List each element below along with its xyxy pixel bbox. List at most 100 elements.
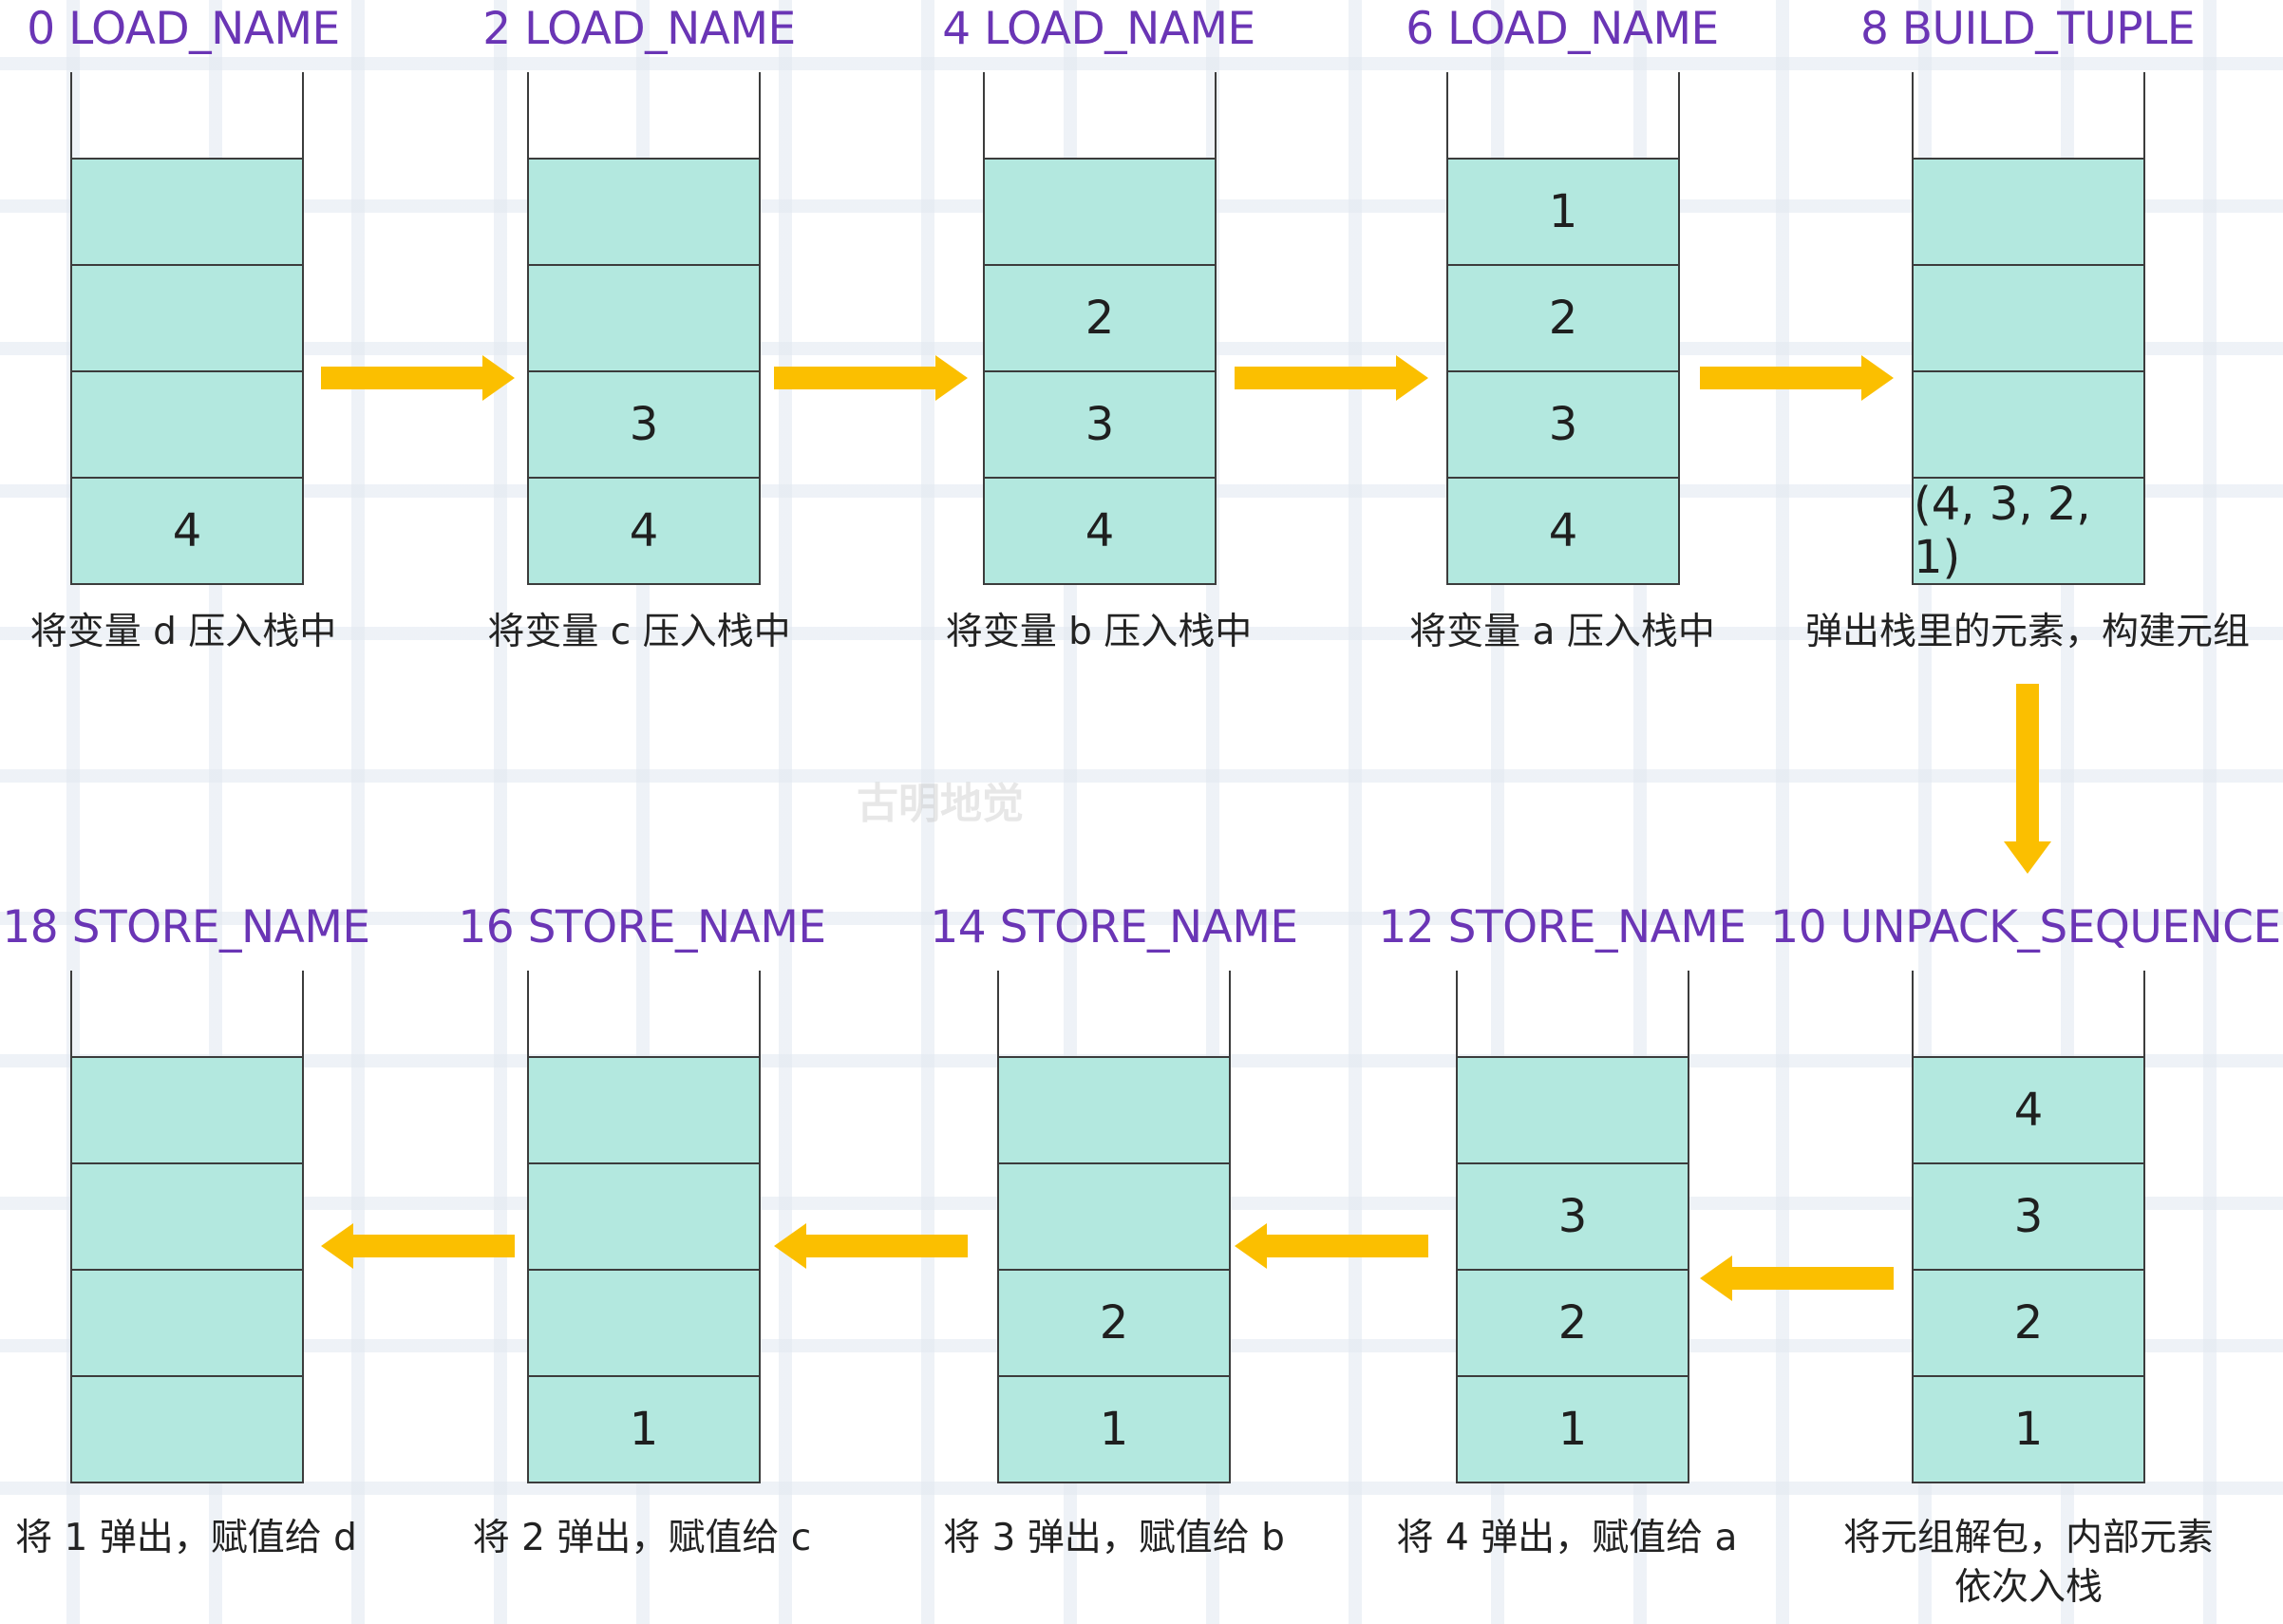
- flow-arrow-left: [321, 1223, 515, 1269]
- opcode-label: 4 LOAD_NAME: [942, 3, 1255, 55]
- stack-slot: [529, 264, 759, 370]
- stack-slot: [1914, 370, 2143, 477]
- opcode-label: 18 STORE_NAME: [2, 901, 370, 954]
- step-caption: 将 2 弹出，赋值给 c: [472, 1517, 812, 1559]
- stack-wall-right: [759, 971, 761, 1058]
- stack-slot: [1914, 160, 2143, 264]
- opcode-label: 6 LOAD_NAME: [1406, 3, 1719, 55]
- stack-slot: 4: [72, 477, 302, 583]
- stack-slot: [1458, 1058, 1688, 1162]
- opcode-label: 8 BUILD_TUPLE: [1859, 3, 2196, 55]
- stack-slot: 3: [1458, 1162, 1688, 1269]
- flow-arrow-left: [774, 1223, 968, 1269]
- stack-slot: [529, 1162, 759, 1269]
- watermark: 古明地觉: [857, 780, 1024, 828]
- stack-slot: 2: [985, 264, 1215, 370]
- stack-slot: [999, 1162, 1229, 1269]
- flow-arrow-left: [1700, 1256, 1894, 1301]
- stack-slot: [72, 1058, 302, 1162]
- stack-wall-left: [997, 971, 999, 1058]
- step-caption: 将变量 c 压入栈中: [487, 611, 791, 653]
- stack-slot: [529, 160, 759, 264]
- stack-slot: [72, 370, 302, 477]
- stack-slot: 3: [985, 370, 1215, 477]
- stack-slot: 1: [1548, 185, 1578, 238]
- stack-wall-right: [1229, 971, 1231, 1058]
- stack-wall-right: [1688, 971, 1689, 1058]
- stack-wall-left: [1446, 72, 1448, 160]
- stack-cells: [70, 1056, 304, 1483]
- stack-slot: [985, 160, 1215, 264]
- stack-slot: 2: [999, 1269, 1229, 1375]
- stack-slot: [72, 264, 302, 370]
- opcode-label: 12 STORE_NAME: [1378, 901, 1746, 954]
- stack-wall-right: [302, 971, 304, 1058]
- stack-slot: [529, 1269, 759, 1375]
- opcode-label: 2 LOAD_NAME: [482, 3, 796, 55]
- step-caption: 弹出栈里的元素，构建元组: [1804, 611, 2250, 653]
- opcode-label: 16 STORE_NAME: [458, 901, 826, 954]
- stack-slot: (4, 3, 2, 1): [1914, 477, 2143, 584]
- step-caption: 将变量 b 压入栈中: [945, 611, 1253, 653]
- opcode-label: 14 STORE_NAME: [930, 901, 1298, 954]
- stack-slot: 2: [1448, 264, 1678, 370]
- step-caption: 将变量 a 压入栈中: [1409, 611, 1715, 653]
- flow-arrow-right: [1235, 355, 1428, 401]
- stack-slot: 1: [999, 1375, 1229, 1482]
- stack-wall-right: [2143, 971, 2145, 1058]
- stack-slot: 1: [1914, 1375, 2143, 1482]
- stack-slot: 1: [529, 1375, 759, 1482]
- stack-wall-left: [527, 72, 529, 160]
- stack-slot: 3: [1448, 370, 1678, 477]
- step-caption: 依次入栈: [1953, 1566, 2103, 1609]
- stack-wall-left: [1912, 72, 1914, 160]
- stack-slot: 4: [529, 477, 759, 583]
- step-caption: 将 4 弹出，赋值给 a: [1396, 1517, 1738, 1559]
- stack-wall-right: [302, 72, 304, 160]
- step-caption: 将元组解包，内部元素: [1842, 1517, 2214, 1559]
- flow-arrow-right: [1700, 355, 1894, 401]
- stack-slot: 4: [985, 477, 1215, 583]
- step-caption: 将 3 弹出，赋值给 b: [943, 1517, 1285, 1559]
- stack-wall-left: [1912, 971, 1914, 1058]
- stack-wall-right: [1678, 72, 1680, 160]
- stack-slot: [72, 160, 302, 264]
- flow-arrow-down: [2004, 684, 2051, 874]
- stack-wall-left: [527, 971, 529, 1058]
- flow-arrow-right: [774, 355, 968, 401]
- step-caption: 将变量 d 压入栈中: [29, 611, 337, 653]
- stack-cells: 1: [527, 1056, 761, 1483]
- stack-slot: [72, 1375, 302, 1482]
- stack-wall-left: [1456, 971, 1458, 1058]
- step-caption: 将 1 弹出，赋值给 d: [15, 1517, 357, 1559]
- stack-wall-left: [70, 72, 72, 160]
- stack-wall-right: [1215, 72, 1217, 160]
- stack-cells: 4: [70, 158, 304, 585]
- stack-slot: [72, 1162, 302, 1269]
- stack-slot: 3: [1914, 1162, 2143, 1269]
- stack-slot: 4: [2013, 1084, 2044, 1137]
- opcode-label: 10 UNPACK_SEQUENCE: [1770, 901, 2281, 954]
- stack-wall-left: [70, 971, 72, 1058]
- flow-arrow-left: [1235, 1223, 1428, 1269]
- stack-wall-right: [2143, 72, 2145, 160]
- stack-slot: 2: [1458, 1269, 1688, 1375]
- stack-slot: 3: [529, 370, 759, 477]
- stack-slot: [999, 1058, 1229, 1162]
- stack-slot: [529, 1058, 759, 1162]
- stack-slot: [1914, 264, 2143, 370]
- stack-slot: 2: [1914, 1269, 2143, 1375]
- opcode-label: 0 LOAD_NAME: [27, 3, 340, 55]
- stack-cells: (4, 3, 2, 1): [1912, 158, 2145, 585]
- stack-slot: 4: [1448, 477, 1678, 583]
- stack-wall-left: [983, 72, 985, 160]
- stack-wall-right: [759, 72, 761, 160]
- flow-arrow-right: [321, 355, 515, 401]
- stack-slot: [72, 1269, 302, 1375]
